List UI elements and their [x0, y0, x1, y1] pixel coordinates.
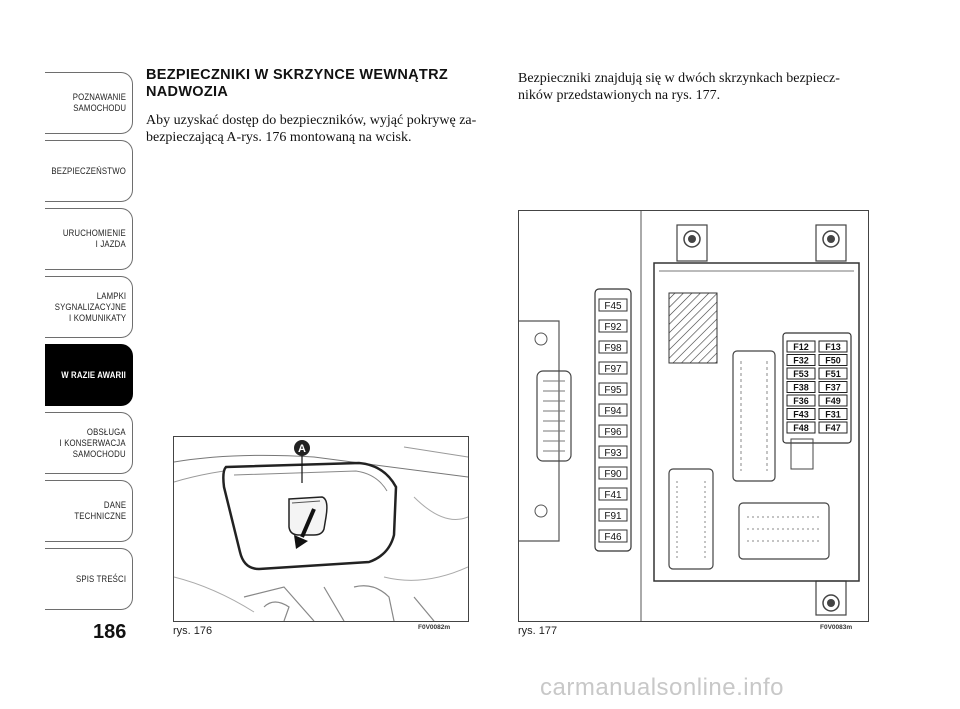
sidebar-tab-poznawanie[interactable]: POZNAWANIE SAMOCHODU [45, 72, 133, 134]
left-fuse-slot [598, 487, 628, 501]
left-fuse-slot [598, 466, 628, 480]
left-fuse-label: F90 [604, 469, 622, 480]
sidebar-tab-dane[interactable]: DANE TECHNICZNE [45, 480, 133, 542]
tab-label: SPIS TREŚCI [75, 573, 126, 585]
figure-177-code: F0V0083m [820, 624, 853, 631]
right-fuse-label: F43 [793, 410, 809, 420]
right-fuse-label: F38 [793, 383, 809, 393]
right-fuse-label: F12 [793, 342, 809, 352]
paragraph-left: Aby uzyskać dostęp do bezpieczników, wyj… [146, 113, 477, 145]
left-fuse-slot [598, 382, 628, 396]
right-fuse-slot [786, 394, 816, 407]
left-fuse-label: F93 [604, 448, 622, 459]
right-fuse-slot [786, 421, 816, 434]
right-fuse-slot [786, 340, 816, 353]
left-fuse-label: F97 [604, 364, 622, 375]
left-fuse-label: F95 [604, 385, 622, 396]
left-fuse-label: F98 [604, 343, 622, 354]
left-fuse-slot [598, 340, 628, 354]
left-fuse-slot [598, 403, 628, 417]
figure-176-caption: rys. 176 [173, 625, 213, 637]
sidebar-tab-w-razie-awarii[interactable]: W RAZIE AWARII [45, 344, 133, 406]
tab-label: W RAZIE AWARII [61, 369, 126, 381]
tab-label: URUCHOMIENIE I JAZDA [63, 228, 126, 250]
tab-label: DANE TECHNICZNE [74, 500, 126, 522]
right-fuse-label: F32 [793, 356, 809, 366]
left-fuse-label: F41 [604, 490, 622, 501]
left-fuse-label: F91 [604, 511, 622, 522]
right-fuse-slot [818, 367, 848, 380]
right-fuse-label: F37 [825, 383, 841, 393]
left-fuse-slot [598, 298, 628, 312]
right-fuse-slot [786, 381, 816, 393]
left-fuse-slot [598, 319, 628, 333]
left-fuse-slot [598, 424, 628, 438]
right-fuse-slot [818, 381, 848, 393]
section-heading: BEZPIECZNIKI W SKRZYNCE WEWNĄTRZ NADWOZI… [146, 67, 448, 100]
right-fuse-slot [818, 354, 848, 366]
right-fuse-label: F36 [793, 396, 809, 406]
right-fuse-label: F48 [793, 423, 809, 433]
right-fuse-label: F31 [825, 410, 841, 420]
sidebar-tab-bezpieczenstwo[interactable]: BEZPIECZEŃSTWO [45, 140, 133, 202]
left-fuse-slot [598, 445, 628, 459]
right-fuse-label: F13 [825, 342, 841, 352]
right-fuse-label: F51 [825, 369, 841, 379]
sidebar-tab-obsluga[interactable]: OBSŁUGA I KONSERWACJA SAMOCHODU [45, 412, 133, 474]
figure-176: A [173, 436, 469, 622]
page-number: 186 [93, 621, 127, 643]
callout-a-label: A [298, 443, 306, 455]
tab-label: BEZPIECZEŃSTWO [51, 165, 126, 177]
paragraph-right: Bezpieczniki znajdują się w dwóch skrzyn… [518, 71, 840, 103]
sidebar-tab-lampki[interactable]: LAMPKI SYGNALIZACYJNE I KOMUNIKATY [45, 276, 133, 338]
right-fuse-label: F47 [825, 423, 841, 433]
fuse-cover-illustration: A [174, 440, 468, 621]
left-fuse-label: F92 [604, 322, 622, 333]
left-fuse-slot [598, 508, 628, 522]
left-fuse-label: F45 [604, 301, 622, 312]
figure-176-code: F0V0082m [418, 624, 451, 631]
right-fuse-slot [818, 340, 848, 353]
right-fuse-slot [818, 421, 848, 434]
left-fuse-slot [598, 529, 628, 543]
sidebar-tab-spis[interactable]: SPIS TREŚCI [45, 548, 133, 610]
tab-label: OBSŁUGA I KONSERWACJA SAMOCHODU [59, 426, 126, 460]
right-fuse-label: F50 [825, 356, 841, 366]
callout-a-marker [294, 440, 310, 456]
right-fuse-slot [786, 367, 816, 380]
right-fuse-slot [818, 408, 848, 420]
figure-177-caption: rys. 177 [518, 625, 558, 637]
left-fuse-label: F46 [604, 532, 622, 543]
tab-label: POZNAWANIE SAMOCHODU [72, 92, 126, 114]
right-fuse-slot [786, 354, 816, 366]
left-fuse-block [594, 288, 632, 552]
left-fuse-label: F94 [604, 406, 622, 417]
watermark: carmanualsonline.info [540, 674, 784, 701]
tab-label: LAMPKI SYGNALIZACYJNE I KOMUNIKATY [54, 290, 126, 324]
right-fuse-slot [818, 394, 848, 407]
label-area [668, 292, 718, 364]
sidebar-tab-uruchomienie[interactable]: URUCHOMIENIE I JAZDA [45, 208, 133, 270]
right-fuse-label: F49 [825, 396, 841, 406]
right-fuse-slot [786, 408, 816, 420]
left-fuse-label: F96 [604, 427, 622, 438]
right-fuse-label: F53 [793, 369, 809, 379]
left-fuse-slot [598, 361, 628, 375]
